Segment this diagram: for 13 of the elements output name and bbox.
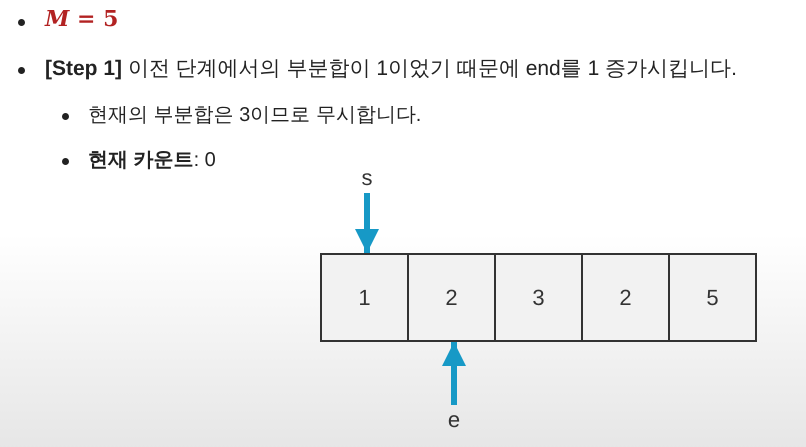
pointer-label: s xyxy=(352,163,382,193)
array-cell: 5 xyxy=(668,253,757,342)
math-expression: M = 5 xyxy=(45,6,118,32)
arrow xyxy=(355,193,379,253)
bullet-text: 현재의 부분합은 3이므로 무시합니다. xyxy=(88,103,422,128)
array-cell: 2 xyxy=(581,253,670,342)
bullet-text: [Step 1] 이전 단계에서의 부분합이 1이었기 때문에 end를 1 증가시킵니다. xyxy=(45,56,737,82)
array-cell: 2 xyxy=(407,253,496,342)
bullet-text: 현재 카운트: 0 xyxy=(88,148,216,173)
pointer-label: e xyxy=(439,405,469,435)
arrow xyxy=(442,342,466,405)
array-cell: 1 xyxy=(320,253,409,342)
array-cell: 3 xyxy=(494,253,583,342)
